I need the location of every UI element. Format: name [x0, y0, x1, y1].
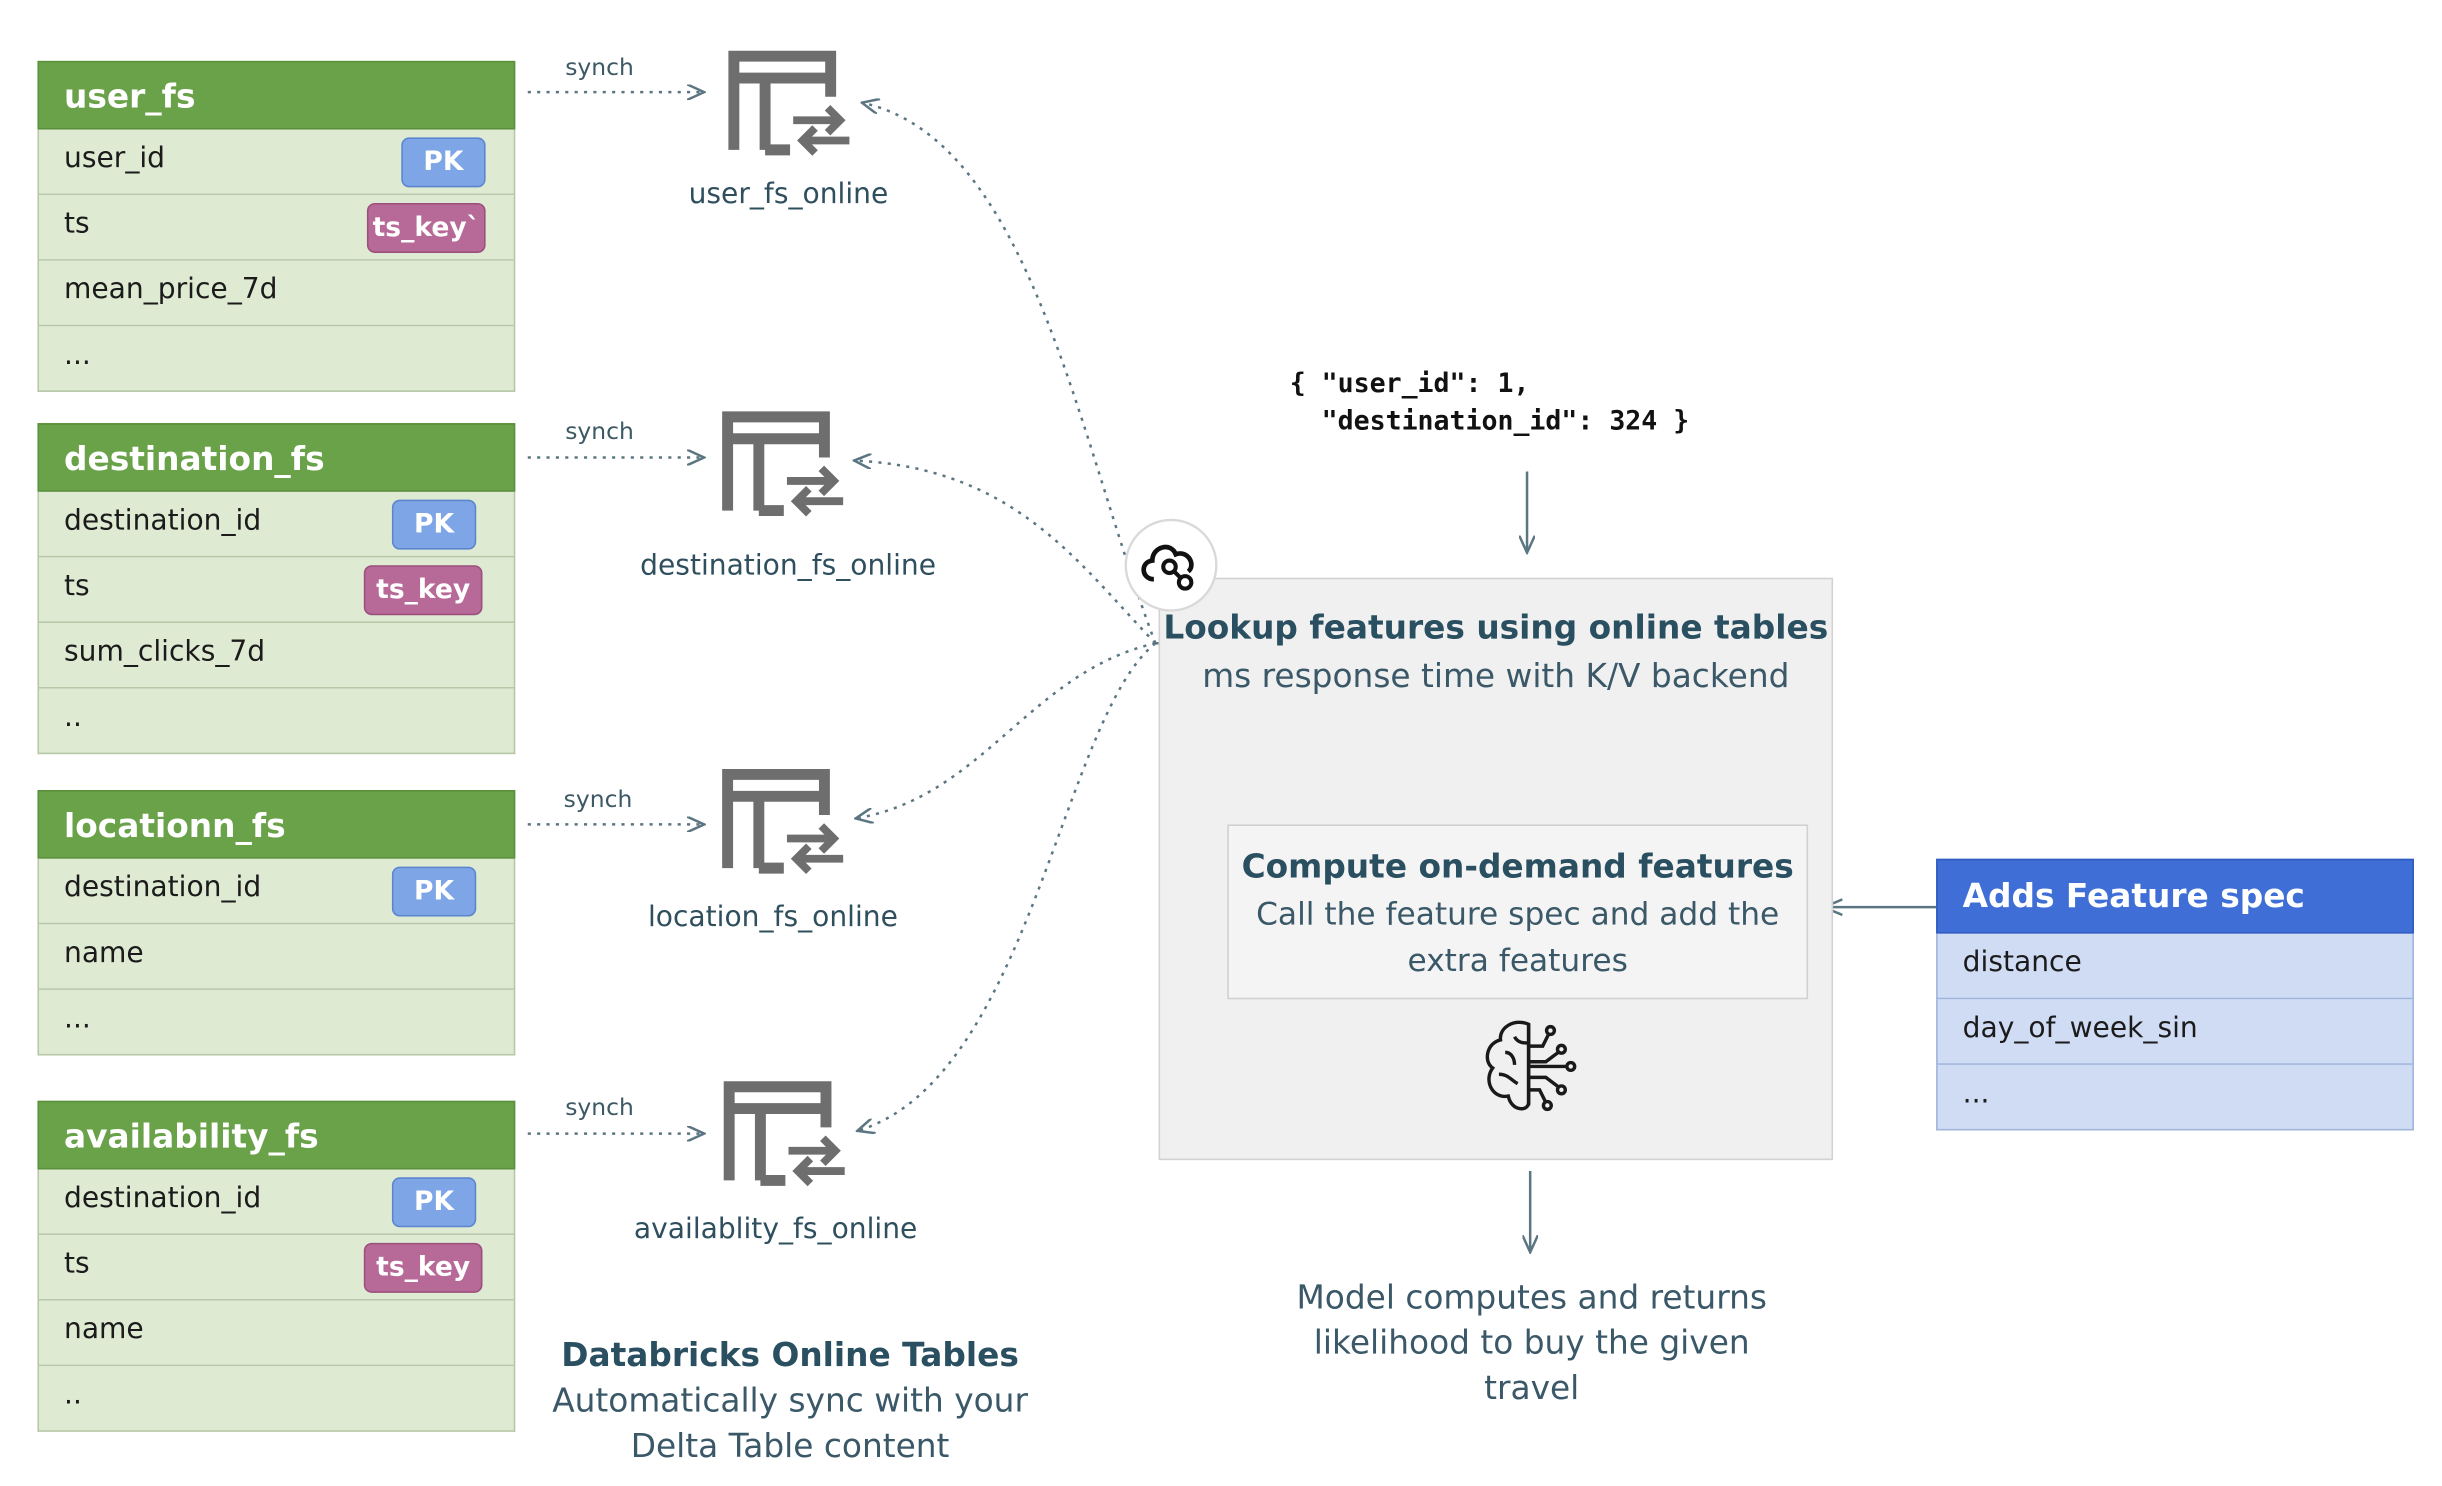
- table-sync-icon: [728, 50, 850, 156]
- compute-box: [1227, 824, 1809, 1000]
- table-sync-icon: [723, 1081, 845, 1187]
- feature-table-locationn-fs: locationn_fs destination_id PK name ...: [37, 790, 516, 1056]
- compute-text: Compute on-demand features Call the feat…: [1227, 843, 1808, 984]
- feature-spec-row: day_of_week_sin: [1936, 999, 2414, 1065]
- compute-title: Compute on-demand features: [1241, 847, 1794, 886]
- ts-key-badge: ts_key: [363, 565, 483, 616]
- lookup-text: Lookup features using online tables ms r…: [1159, 604, 1834, 701]
- table-row: ...: [37, 989, 516, 1056]
- table-row: destination_id PK: [37, 1169, 516, 1236]
- column-name: ts: [64, 569, 90, 603]
- brain-circuit-icon: [1485, 1020, 1577, 1112]
- column-name: ..: [64, 1378, 82, 1412]
- table-row: destination_id PK: [37, 491, 516, 558]
- table-row: ts ts_key`: [37, 195, 516, 261]
- table-row: ...: [37, 326, 516, 392]
- table-header: destination_fs: [37, 423, 516, 492]
- caption-title: Databricks Online Tables: [561, 1336, 1019, 1375]
- table-row: name: [37, 1300, 516, 1367]
- synch-label: synch: [563, 785, 633, 814]
- feature-table-availability-fs: availability_fs destination_id PK ts ts_ke…: [37, 1100, 516, 1432]
- column-name: mean_price_7d: [64, 273, 278, 307]
- column-name: destination_id: [64, 871, 262, 905]
- online-table-label: destination_fs_online: [640, 549, 937, 583]
- synch-label: synch: [565, 1092, 634, 1122]
- synch-label: synch: [565, 53, 634, 82]
- column-name: ts: [64, 1247, 90, 1281]
- online-table-label: location_fs_online: [647, 900, 898, 934]
- pk-badge: PK: [391, 866, 477, 917]
- feature-spec-header: Adds Feature spec: [1936, 858, 2414, 934]
- column-name: ..: [64, 701, 82, 734]
- online-tables-caption: Databricks Online Tables Automatically s…: [500, 1333, 1081, 1469]
- pk-badge: PK: [401, 137, 486, 188]
- lookup-title: Lookup features using online tables: [1163, 608, 1829, 647]
- table-row: ts ts_key: [37, 1235, 516, 1301]
- feature-spec-row: ...: [1936, 1064, 2414, 1131]
- lookup-subtitle: ms response time with K/V backend: [1202, 657, 1790, 695]
- column-name: ...: [64, 1002, 91, 1036]
- caption-line: likelihood to buy the given: [1313, 1324, 1750, 1362]
- column-name: name: [64, 936, 144, 970]
- table-row: ts ts_key: [37, 557, 516, 623]
- caption-line: Model computes and returns: [1296, 1278, 1767, 1317]
- column-name: destination_id: [64, 1181, 262, 1215]
- table-row: mean_price_7d: [37, 260, 516, 327]
- column-name: name: [64, 1313, 144, 1346]
- request-json-line: "destination_id": 324 }: [1289, 405, 1690, 438]
- column-name: ...: [64, 338, 91, 372]
- cloud-connection-icon: [1124, 518, 1218, 612]
- feature-table-destination-fs: destination_fs destination_id PK ts ts_key…: [37, 423, 516, 755]
- table-row: name: [37, 924, 516, 990]
- synch-label: synch: [565, 416, 634, 445]
- feature-table-user-fs: user_fs user_id PK ts ts_key` mean_price_7…: [37, 60, 516, 392]
- table-row: user_id PK: [37, 129, 516, 196]
- table-row: ..: [37, 688, 516, 755]
- feature-spec-table: Adds Feature spec distance day_of_week_s…: [1936, 858, 2414, 1131]
- feature-spec-row: distance: [1936, 933, 2414, 1000]
- request-json-line: { "user_id": 1,: [1289, 368, 1530, 400]
- table-sync-icon: [722, 411, 844, 517]
- pk-badge: PK: [391, 1177, 477, 1228]
- model-output-caption: Model computes and returns likelihood to…: [1249, 1276, 1814, 1412]
- caption-line: travel: [1484, 1369, 1580, 1407]
- compute-line: Call the feature spec and add the: [1256, 894, 1780, 933]
- online-table-label: availablity_fs_online: [633, 1213, 918, 1246]
- table-header: user_fs: [37, 60, 516, 130]
- compute-line: extra features: [1407, 941, 1628, 979]
- table-row: destination_id PK: [37, 858, 516, 925]
- ts-key-badge: ts_key`: [366, 202, 486, 253]
- column-name: ts: [64, 207, 90, 241]
- online-table-label: user_fs_online: [688, 177, 889, 211]
- pk-badge: PK: [391, 499, 477, 550]
- column-name: sum_clicks_7d: [64, 635, 266, 669]
- caption-line: Delta Table content: [630, 1427, 950, 1465]
- caption-line: Automatically sync with your: [552, 1381, 1028, 1420]
- column-name: destination_id: [64, 504, 262, 538]
- table-row: ..: [37, 1366, 516, 1432]
- table-row: sum_clicks_7d: [37, 622, 516, 689]
- table-sync-icon: [722, 768, 844, 875]
- ts-key-badge: ts_key: [363, 1242, 483, 1293]
- table-header: locationn_fs: [37, 790, 516, 859]
- column-name: user_id: [64, 142, 166, 175]
- table-header: availability_fs: [37, 1100, 516, 1170]
